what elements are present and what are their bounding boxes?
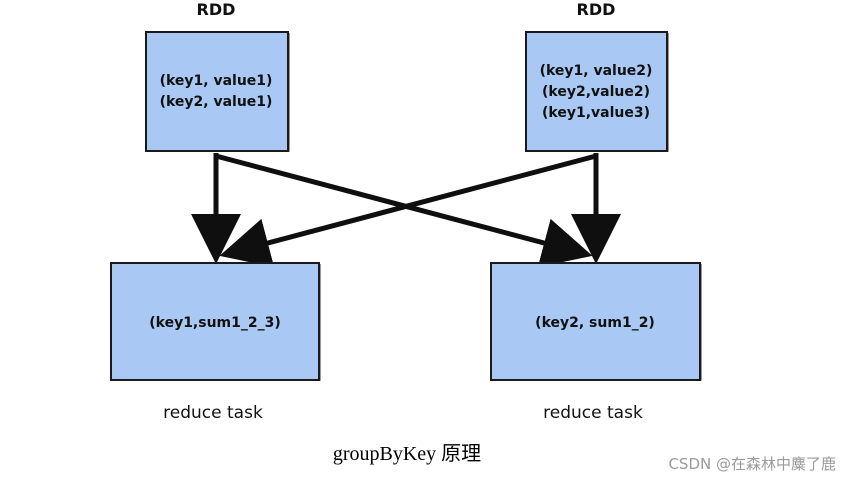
reduce-task-left-label: reduce task bbox=[163, 403, 263, 423]
arrow-left-to-right bbox=[215, 153, 593, 268]
figure-caption: groupByKey 原理 bbox=[333, 443, 481, 465]
reduce-task-right-content: (key2, sum1_2) bbox=[535, 315, 655, 331]
reduce-task-right-box: (key2, sum1_2) bbox=[490, 262, 702, 381]
reduce-task-left-box: (key1,sum1_2_3) bbox=[110, 262, 321, 381]
arrow-right-to-left bbox=[219, 153, 597, 268]
csdn-watermark: CSDN @在森林中麋了鹿 bbox=[668, 455, 836, 473]
rdd-left-title: RDD bbox=[197, 0, 236, 19]
reduce-task-left-content: (key1,sum1_2_3) bbox=[149, 315, 281, 331]
rdd-right-title: RDD bbox=[577, 0, 616, 19]
rdd-right-line-2: (key2,value2) bbox=[542, 84, 650, 100]
rdd-left-box: (key1, value1) (key2, value1) bbox=[145, 31, 290, 152]
rdd-right-box: (key1, value2) (key2,value2) (key1,value… bbox=[525, 31, 669, 152]
rdd-right-line-1: (key1, value2) bbox=[540, 63, 653, 79]
rdd-right-line-3: (key1,value3) bbox=[542, 105, 650, 121]
reduce-task-right-label: reduce task bbox=[543, 403, 643, 423]
rdd-left-line-1: (key1, value1) bbox=[160, 73, 273, 89]
rdd-left-line-2: (key2, value1) bbox=[160, 94, 273, 110]
